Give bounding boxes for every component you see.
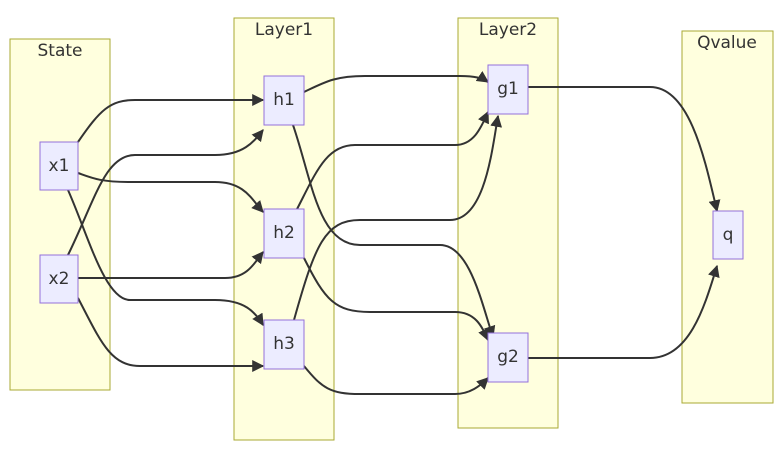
node-g1-label: g1: [497, 79, 519, 99]
node-q-box: [712, 210, 744, 260]
cluster-state-label: State: [38, 41, 83, 61]
cluster-state: State: [9, 38, 111, 391]
node-x1: x1: [39, 141, 79, 191]
node-x2-box: [39, 254, 79, 304]
cluster-state-box: [9, 38, 111, 391]
node-h2-box: [263, 208, 305, 259]
edge-g2-q: [528, 264, 720, 359]
node-h3-box: [263, 319, 305, 370]
edge-h2-g1: [294, 110, 489, 214]
cluster-layer1-label: Layer1: [255, 20, 313, 40]
node-g1-box: [487, 64, 529, 115]
edge-x2-h3: [77, 297, 265, 372]
edge-h1-g1: [303, 71, 489, 93]
node-q-label: q: [723, 225, 734, 245]
node-h3: h3: [263, 319, 305, 370]
node-x1-box: [39, 141, 79, 191]
edge-g1-q: [528, 86, 721, 213]
node-q: q: [712, 210, 744, 260]
node-g2-label: g2: [497, 347, 519, 367]
node-h1-box: [263, 75, 305, 126]
node-h1: h1: [263, 75, 305, 126]
cluster-layer2-label: Layer2: [479, 20, 537, 40]
cluster-qvalue-label: Qvalue: [697, 33, 757, 53]
edge-x2-h1: [67, 129, 264, 256]
node-x1-label: x1: [49, 156, 70, 176]
node-h2-label: h2: [273, 223, 295, 243]
node-h2: h2: [263, 208, 305, 259]
node-g2-box: [487, 332, 529, 383]
edge-x1-h1: [77, 94, 265, 143]
edge-h1-g2: [292, 124, 496, 339]
edge-x1-h3: [67, 189, 264, 327]
node-h1-label: h1: [273, 90, 295, 110]
edge-x1-h2: [77, 172, 264, 213]
edge-x2-h2: [78, 251, 264, 279]
node-x2-label: x2: [49, 269, 70, 289]
node-g1: g1: [487, 64, 529, 115]
edges: [67, 71, 721, 395]
edge-h3-g2: [303, 365, 489, 395]
edge-h2-g2: [303, 257, 490, 342]
node-x2: x2: [39, 254, 79, 304]
node-g2: g2: [487, 332, 529, 383]
node-h3-label: h3: [273, 334, 295, 354]
edge-h3-g1: [293, 114, 503, 321]
